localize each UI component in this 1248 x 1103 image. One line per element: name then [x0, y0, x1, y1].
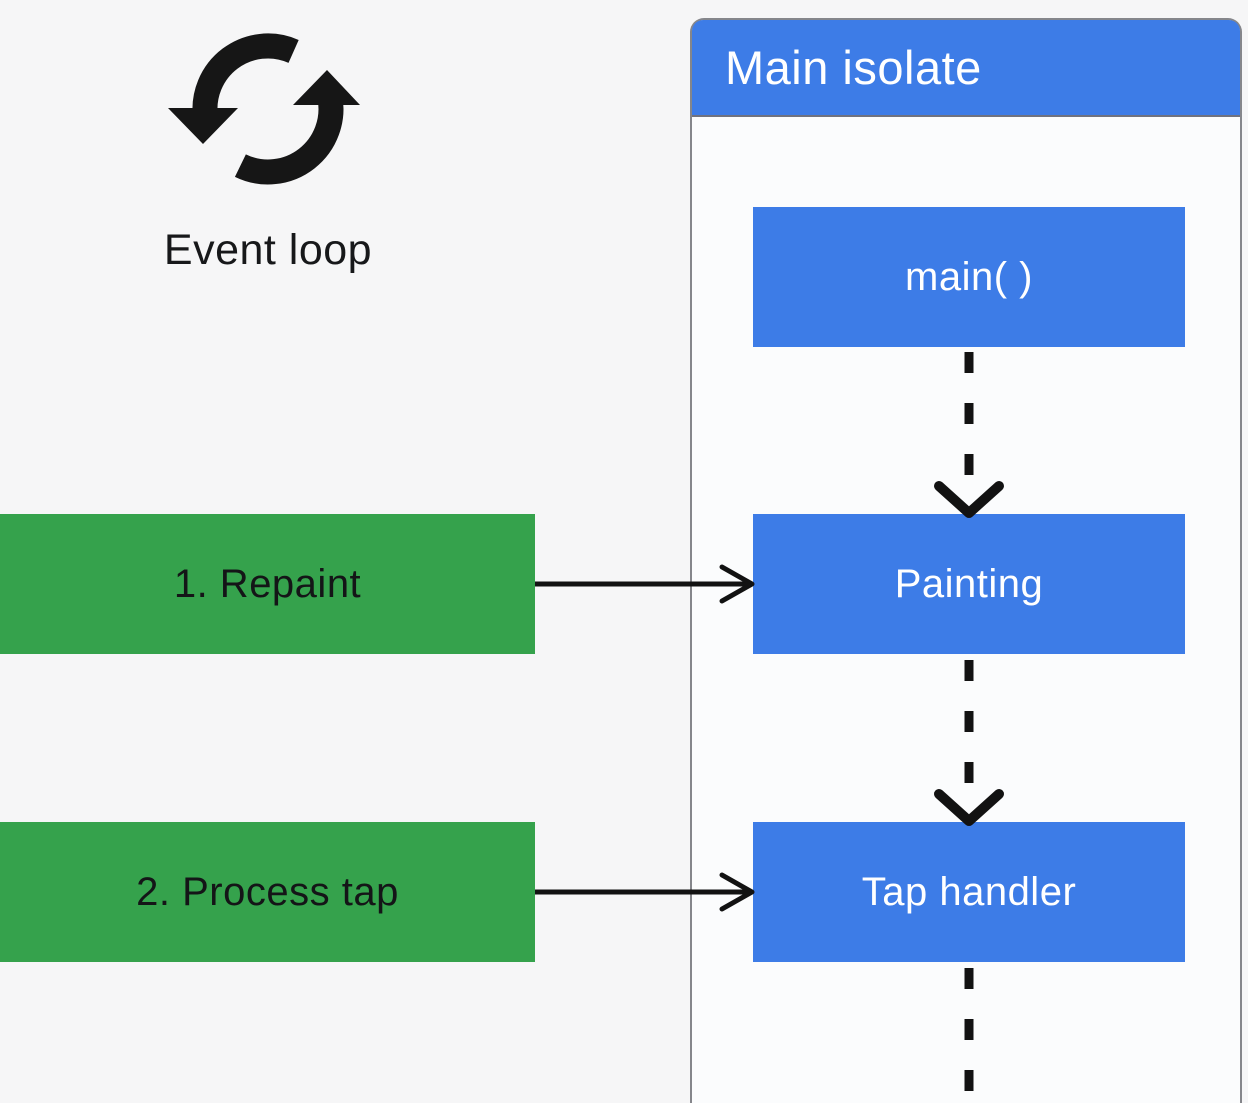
cycle-bottom-arc — [234, 93, 344, 185]
cycle-arrows-icon — [168, 33, 360, 185]
node-main: main( ) — [753, 207, 1185, 347]
main-isolate-header: Main isolate — [692, 20, 1240, 117]
event-loop-label: Event loop — [163, 226, 373, 274]
node-tap-handler: Tap handler — [753, 822, 1185, 962]
node-painting: Painting — [753, 514, 1185, 654]
event-box-repaint: 1. Repaint — [0, 514, 535, 654]
cycle-down-arrowhead — [168, 108, 238, 144]
cycle-up-arrowhead — [293, 70, 360, 105]
main-isolate-title: Main isolate — [725, 41, 982, 94]
cycle-top-arc — [192, 33, 299, 120]
event-box-process-tap: 2. Process tap — [0, 822, 535, 962]
